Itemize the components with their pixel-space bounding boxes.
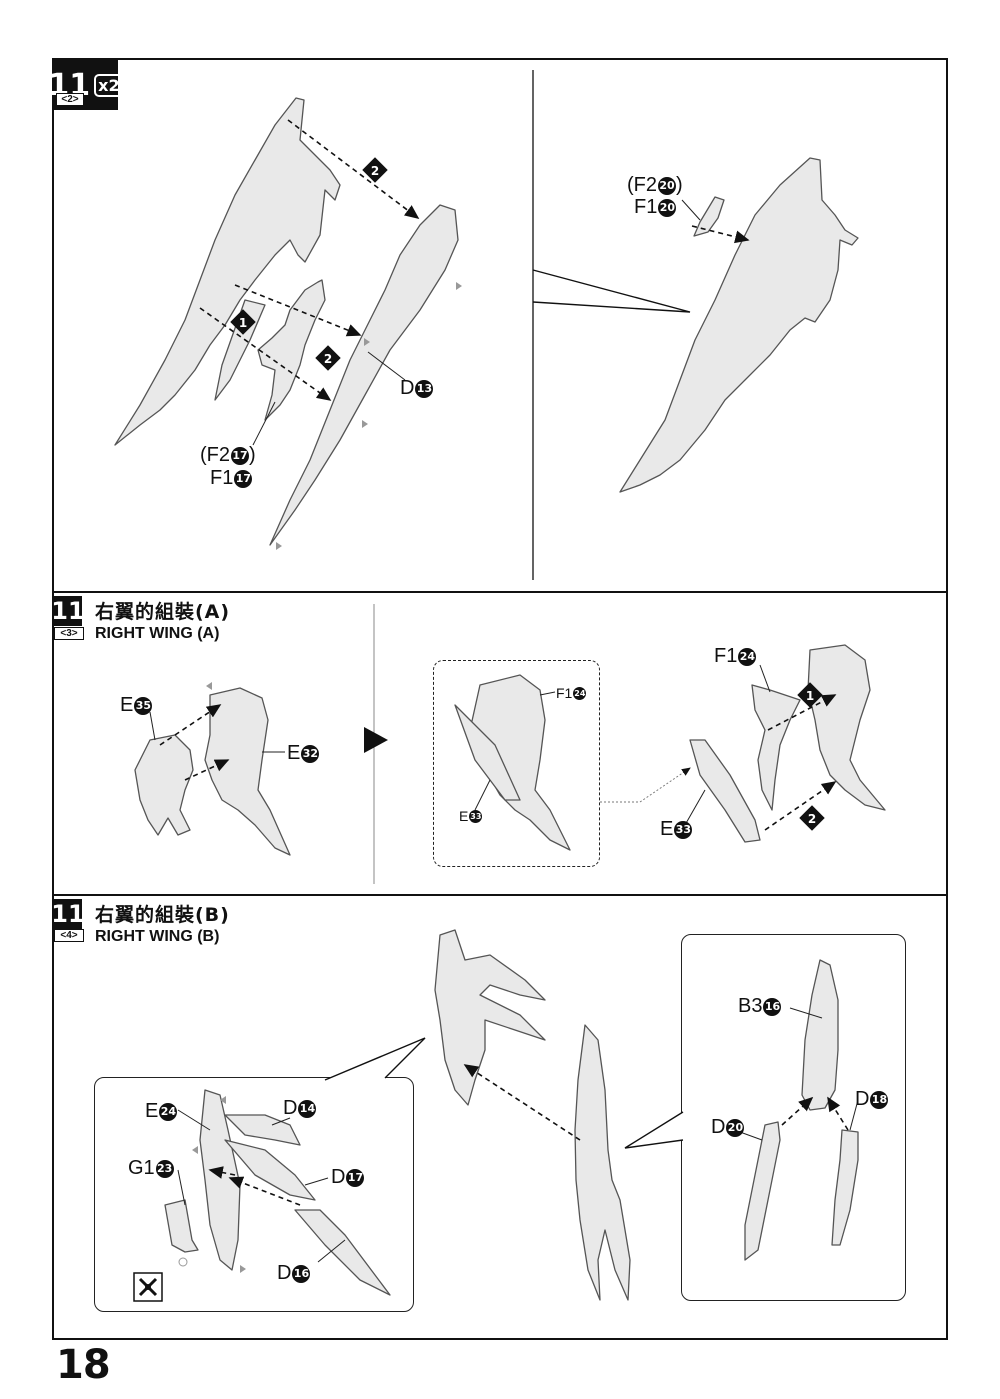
marker-2-top: 2 (371, 164, 379, 178)
frame-part-b (434, 929, 546, 1106)
plate-part-f1-17 (257, 279, 326, 421)
part-e35 (134, 734, 194, 836)
part-d18 (831, 1129, 859, 1246)
assembled-wing-part (619, 157, 859, 493)
cut-gate-icon (133, 1272, 163, 1302)
step-badge-1: 11 x2 (48, 60, 124, 110)
part-d16 (294, 1209, 391, 1296)
part-d17 (224, 1139, 316, 1201)
small-piece-f1-20 (693, 196, 725, 237)
section-title-en-a: RIGHT WING (A) (95, 625, 220, 642)
section-title-zh-a: 右翼的組裝(A) (95, 601, 231, 623)
inset-feathers (454, 704, 521, 801)
marker-1-a: 1 (806, 689, 814, 703)
part-b3-16 (801, 959, 839, 1111)
step-badge-2: 11 (51, 596, 85, 626)
part-d14 (224, 1114, 301, 1146)
instruction-frame (52, 58, 948, 1340)
step-arrow-icon (364, 727, 388, 753)
page-number: 18 (56, 1342, 111, 1388)
part-f1-24 (751, 684, 801, 811)
section-title-en-b: RIGHT WING (B) (95, 928, 220, 945)
part-g1-23 (164, 1199, 199, 1253)
part-wing-base-a (807, 644, 886, 811)
feather-part-d13 (269, 204, 459, 546)
step-badge-3: 11 (51, 899, 85, 929)
detail-inset-right (681, 934, 906, 1301)
inset-left-frame (199, 1089, 241, 1271)
part-d20 (744, 1121, 781, 1261)
sub-step-label-3: <4> (54, 929, 84, 942)
section-divider-1 (52, 591, 948, 593)
multiplier-badge: x2 (94, 73, 124, 97)
marker-group: 2 1 2 1 2 (230, 157, 825, 831)
marker-2-a: 2 (808, 812, 816, 826)
marker-2-mid: 2 (324, 352, 332, 366)
part-e33 (689, 739, 761, 843)
section-title-zh-b: 右翼的組裝(B) (95, 904, 230, 926)
section-divider-2 (52, 894, 948, 896)
marker-1-left: 1 (239, 316, 247, 330)
sub-step-label-2: <3> (54, 627, 84, 640)
sub-step-label-1: <2> (56, 93, 84, 106)
part-e32 (204, 687, 291, 856)
feather-group-center (574, 1024, 631, 1301)
wing-base-part (114, 97, 341, 446)
